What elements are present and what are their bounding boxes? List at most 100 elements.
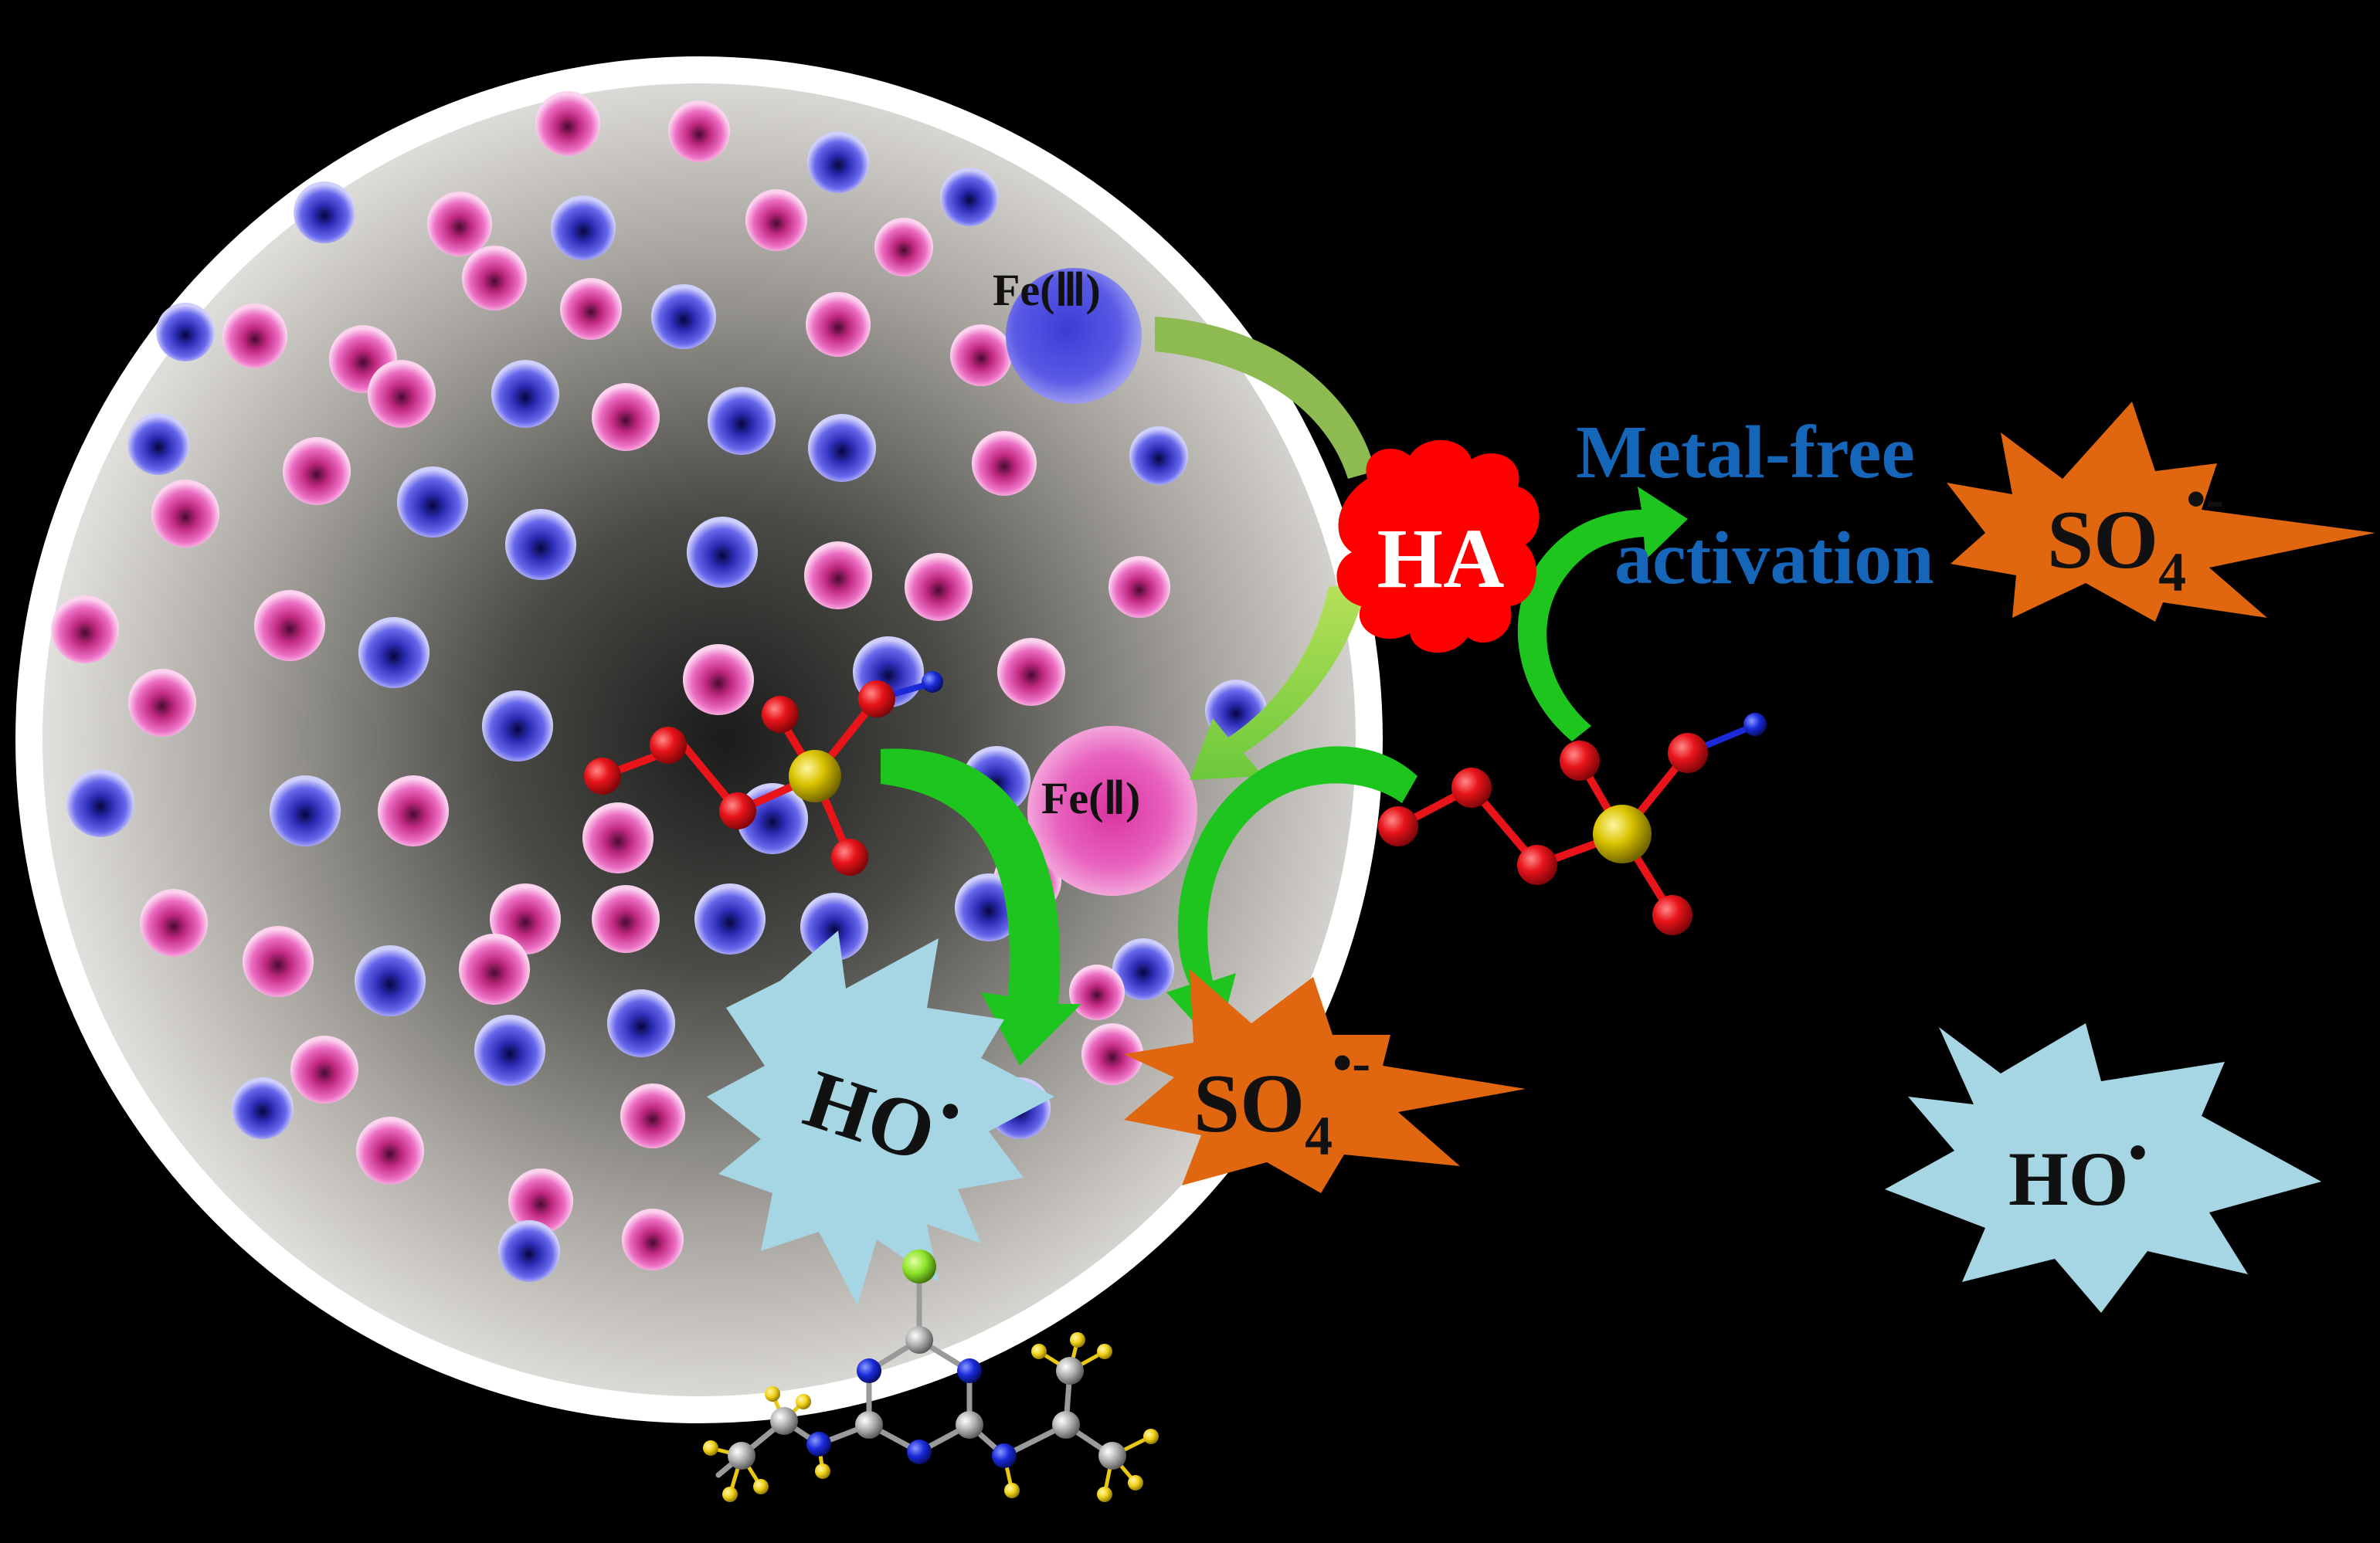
oxygen-atom [1652,895,1692,935]
hydrogen-atom [796,1394,811,1409]
arrow-fe3-to-ha [1155,317,1375,479]
fe3-dot [358,617,429,688]
hydrogen-atom [1031,1344,1047,1359]
metal-free-line1: Metal-free [1576,411,1915,494]
fe2-dot [683,644,754,715]
ha-label: HA [1377,511,1505,605]
ho-radical-burst-left: HO• [707,931,1054,1305]
oxygen-atom [762,696,799,733]
hydrogen-atom [753,1479,769,1494]
fe2-dot [1069,965,1125,1020]
hydrogen-atom [1143,1429,1159,1444]
hydrogen-atom [1004,1483,1020,1498]
fe3-dot [651,284,716,349]
fe2-dot [874,218,933,276]
fe3-dot [491,360,559,428]
so4-radical-burst-top: SO4•- [1947,402,2375,622]
fe3-dot [800,893,868,961]
fe3-dot [482,690,553,761]
oxygen-atom [1560,741,1600,781]
carbon-atom [1056,1357,1084,1385]
atrazine-molecule [703,1250,1159,1502]
carbon-atom [956,1411,983,1439]
fe2-dot [972,431,1037,496]
ha-node: HA [1336,439,1540,653]
catalyst-sphere-shading [42,83,1356,1396]
radical-burst-icon [1885,1023,2321,1313]
so4-top-label: SO4•- [2047,468,2224,603]
fe2-dot [620,1083,685,1148]
hydrogen-atom [1097,1487,1112,1502]
sulfur-atom [1593,805,1652,863]
fe2-dot [582,802,654,873]
fe2-dot [1109,556,1170,618]
fe2-dot [462,246,527,310]
arrow-pms-to-ho [881,748,1081,1066]
fe2-dot [905,553,973,621]
nitrogen-atom [992,1443,1017,1468]
nitrogen-atom [907,1440,932,1464]
oxygen-atom [1668,733,1708,773]
fe3-dot [708,387,776,455]
fe2-dot [997,638,1065,706]
carbon-atom [728,1442,755,1470]
fe3-label: Fe(Ⅲ) [993,265,1101,315]
radical-burst-icon [1947,402,2375,622]
oxygen-atom [584,758,621,795]
fe2-dot [622,1209,684,1270]
fe3-dot [694,883,766,955]
fe3-dot [808,414,876,482]
fe2-dot [283,437,351,505]
oxygen-atom [1378,806,1418,846]
fe2-dot [592,885,660,953]
fe2-dot [806,292,871,357]
fe3-dot [807,131,869,193]
fe3-dot [156,303,215,361]
metal-free-line2: activation [1614,517,1934,600]
fe2-dot [459,934,530,1005]
fe3-dot [127,413,189,475]
fe2-dot [243,926,314,997]
fe2-site [1027,726,1197,896]
fe2-dot [51,595,119,663]
hydrogen-atom [703,1440,718,1456]
carbon-atom [855,1411,883,1439]
oxygen-atom [1451,768,1492,808]
oxygen-atom [831,839,868,876]
radical-burst-icon [1124,969,1526,1193]
nitrogen-atom [857,1358,881,1383]
fe2-dot [560,278,622,340]
fe2-dot [668,100,730,162]
fe2-dot [745,189,807,251]
fe2-label: Fe(Ⅱ) [1041,773,1140,823]
fe2-dot [378,775,449,846]
so4-bottom-label: SO4•- [1193,1032,1370,1167]
fe2-dot [804,541,872,609]
fe3-dot [232,1077,294,1139]
fe2-dot [535,91,600,156]
fe3-site [1006,268,1142,404]
arrow-metal-free [1517,487,1688,741]
hydrogen-atom [1097,1344,1112,1359]
oxygen-atom [719,792,756,829]
carbon-atom [905,1326,933,1354]
fe2-dot [368,360,436,428]
arrow-pms-to-so4 [1166,746,1417,1046]
fe2-dot [254,590,325,661]
so4-radical-burst-bottom: SO4•- [1124,969,1526,1193]
ha-blob [1336,439,1540,653]
fe3-dot [397,466,468,538]
fe3-dot [355,945,426,1016]
fe3-dot [1129,426,1188,485]
fe-dot-layer [51,91,1267,1282]
fe3-dot [1112,938,1174,1000]
oxygen-atom [1517,845,1557,885]
fe2-dot [151,480,219,548]
fe3-dot [607,989,675,1057]
catalyst-particle [15,56,1383,1423]
fe2-dot [356,1117,424,1185]
fe2-dot [508,1168,573,1233]
hydrogen-atom [765,1386,780,1402]
fe3-dot [551,195,616,260]
